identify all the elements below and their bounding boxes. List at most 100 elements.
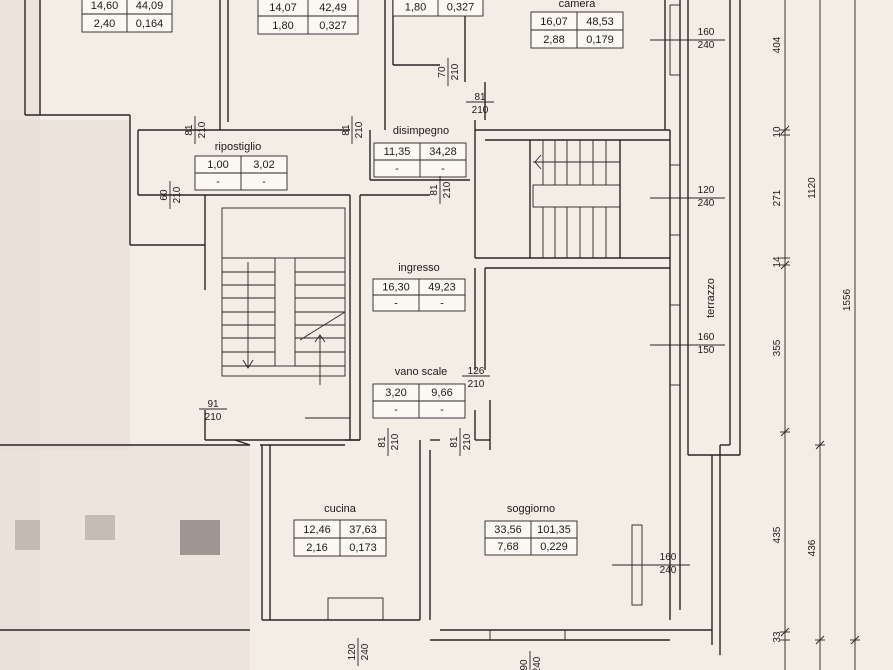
area-value: 14,60 <box>91 0 119 12</box>
dimension-tick <box>780 427 790 437</box>
area-value: 33,56 <box>494 524 522 536</box>
dimension-value: 355 <box>772 339 783 356</box>
area-value: 37,63 <box>349 524 377 536</box>
dimension-value: 1120 <box>807 177 818 199</box>
room-name: ripostiglio <box>215 141 261 153</box>
area-value: 1,80 <box>272 20 293 32</box>
terrace-label: terrazzo <box>705 278 717 318</box>
area-value: 9,66 <box>431 387 452 399</box>
room-bath: 1,80 0,327 <box>392 0 484 17</box>
door-height: 210 <box>205 412 222 423</box>
door-width: 70 <box>437 66 448 78</box>
area-value: 0,327 <box>319 20 347 32</box>
area-value: 42,49 <box>319 2 347 14</box>
area-value: - <box>395 163 399 175</box>
dimension-value: 1556 <box>842 288 853 311</box>
dimension-tick <box>815 440 825 450</box>
walls <box>0 0 741 655</box>
windows <box>305 4 725 641</box>
door-height: 210 <box>197 121 208 138</box>
dimension-tick <box>780 627 790 637</box>
door-height: 210 <box>450 63 461 80</box>
dimension-value: 436 <box>807 539 818 556</box>
area-value: 1,80 <box>405 1 426 13</box>
door-height: 210 <box>172 186 183 203</box>
area-value: 3,20 <box>385 387 406 399</box>
door-width: 81 <box>449 436 460 448</box>
window-height: 150 <box>698 345 715 356</box>
blurred-mark <box>15 520 40 550</box>
area-value: 0,173 <box>349 542 377 554</box>
room-name: ingresso <box>398 262 440 274</box>
door-height: 210 <box>468 379 485 390</box>
door-width: 90 <box>519 659 530 670</box>
dimension-value: 404 <box>772 36 783 53</box>
dimension-lines <box>780 0 860 670</box>
area-value: 3,02 <box>253 159 274 171</box>
dimension-value: 271 <box>772 189 783 206</box>
room-cucina: cucina 12,46 37,63 2,16 0,173 <box>293 503 387 557</box>
dimension-value: 33 <box>772 631 783 643</box>
door-width: 81 <box>184 124 195 136</box>
door-width: 81 <box>429 184 440 196</box>
window-width: 160 <box>698 332 715 343</box>
dimension-tick <box>780 125 790 135</box>
rooms: 14,6044,092,400,164camera14,0742,491,800… <box>81 0 624 557</box>
area-value: 12,46 <box>303 524 331 536</box>
area-value: 44,09 <box>136 0 164 12</box>
door-width: 81 <box>474 92 486 103</box>
window-width: 160 <box>698 27 715 38</box>
blurred-mark <box>85 515 115 540</box>
door-width: 120 <box>347 643 358 660</box>
area-value: 48,53 <box>586 16 614 28</box>
door-height: 240 <box>360 643 371 660</box>
door-height: 210 <box>462 433 473 450</box>
window-width: 160 <box>660 552 677 563</box>
area-value: 49,23 <box>428 282 456 294</box>
area-value: 1,00 <box>207 159 228 171</box>
room-name: cucina <box>324 503 357 515</box>
room-name: soggiorno <box>507 503 555 515</box>
door-height: 210 <box>442 181 453 198</box>
door-width: 81 <box>341 124 352 136</box>
staircase-left <box>221 207 346 385</box>
area-value: 0,327 <box>447 1 475 13</box>
area-value: - <box>394 404 398 416</box>
area-value: 0,164 <box>136 18 164 30</box>
dimension-tick <box>815 635 825 645</box>
area-value: 2,16 <box>306 542 327 554</box>
door-width: 91 <box>207 399 219 410</box>
room-name: disimpegno <box>393 125 449 137</box>
area-value: - <box>440 298 444 310</box>
area-value: 101,35 <box>537 524 571 536</box>
dimension-tick <box>850 635 860 645</box>
staircase-right <box>532 140 621 258</box>
door-height: 210 <box>354 121 365 138</box>
area-value: 14,07 <box>269 2 297 14</box>
window-height: 240 <box>698 198 715 209</box>
dimension-tick <box>780 260 790 270</box>
area-value: - <box>441 163 445 175</box>
area-value: - <box>262 176 266 188</box>
room-name: vano scale <box>395 366 448 378</box>
area-value: 0,179 <box>586 34 614 46</box>
door-width: 60 <box>159 189 170 201</box>
door-height: 210 <box>390 433 401 450</box>
blurred-area <box>0 120 130 450</box>
dimension-value: 435 <box>772 526 783 543</box>
